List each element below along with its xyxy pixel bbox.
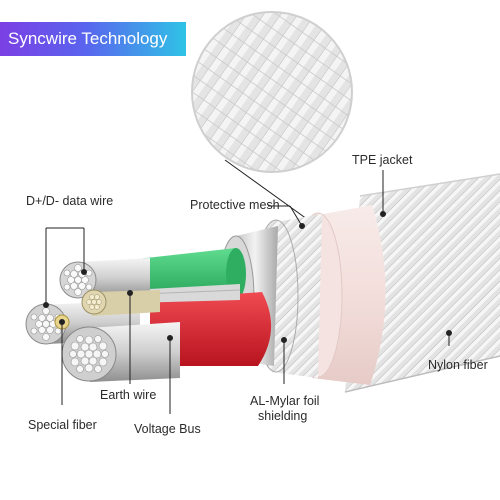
label-special-fiber: Special fiber	[28, 418, 97, 432]
label-protective-mesh: Protective mesh	[190, 198, 280, 212]
label-voltage-bus: Voltage Bus	[134, 422, 201, 436]
label-earth-wire: Earth wire	[100, 388, 157, 402]
label-al-mylar-line2: shielding	[258, 409, 308, 423]
red-voltage-wire	[150, 292, 272, 366]
mesh-zoom-circle	[191, 11, 353, 173]
voltage-bus-strands	[61, 322, 180, 382]
callout-lines	[43, 170, 452, 414]
label-nylon-fiber: Nylon fiber	[428, 358, 488, 372]
label-al-mylar-line1: AL-Mylar foil	[250, 394, 320, 408]
brand-label: Syncwire Technology	[8, 29, 168, 48]
upper-data-strands	[59, 258, 150, 299]
brand-badge: Syncwire Technology	[0, 22, 186, 56]
label-tpe-jacket: TPE jacket	[352, 153, 413, 167]
earth-strands-end	[81, 289, 160, 316]
label-dd-data-wire: D+/D- data wire	[26, 194, 114, 208]
